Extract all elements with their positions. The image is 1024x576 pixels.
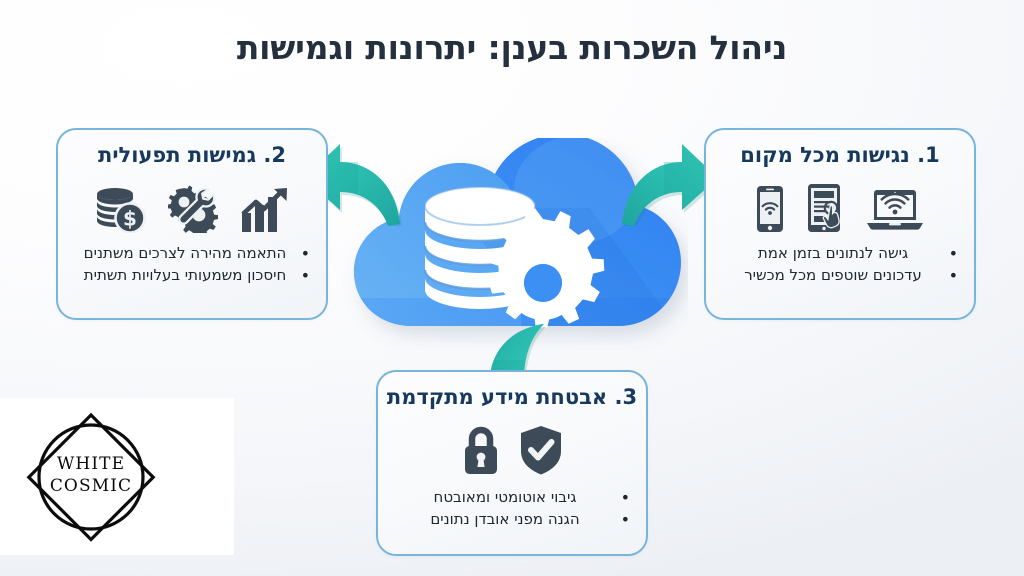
padlock-icon: [461, 425, 501, 475]
list-item: התאמה מהירה לצרכים משתנים: [74, 242, 310, 265]
list-item: גיבוי אוטומטי ומאובטח: [394, 486, 630, 509]
card-2-title: 2. גמישות תפעולית: [97, 143, 287, 167]
card-2-bullets: התאמה מהירה לצרכים משתנים חיסכון משמעותי…: [58, 242, 326, 287]
arrow-to-card-2-icon: [300, 140, 404, 229]
arrow-to-card-1-icon: [618, 140, 722, 229]
tablet-touch-icon: [806, 183, 844, 233]
card-3-bullets: גיבוי אוטומטי ומאובטח הגנה מפני אובדן נת…: [378, 486, 646, 531]
smartphone-wifi-icon: [756, 185, 784, 233]
coin-stack-dollar-icon: $: [94, 187, 146, 234]
laptop-wifi-icon: [866, 189, 924, 233]
list-item: הגנה מפני אובדן נתונים: [394, 508, 630, 531]
svg-text:$: $: [123, 207, 137, 231]
brand-logo: WHITE COSMIC: [0, 398, 234, 555]
logo-line-2: COSMIC: [49, 476, 133, 496]
list-item: עדכונים שוטפים מכל מכשיר: [722, 264, 958, 287]
cloud-database-gear-graphic: [340, 134, 688, 350]
card-3-title: 3. אבטחת מידע מתקדמת: [386, 385, 638, 409]
logo-line-1: WHITE: [56, 454, 126, 474]
page-title: ניהול השכרות בענן: יתרונות וגמישות: [236, 28, 788, 67]
card-1-title: 1. נגישות מכל מקום: [740, 143, 940, 167]
gear-wrench-icon: [168, 185, 218, 234]
card-1-bullets: גישה לנתונים בזמן אמת עדכונים שוטפים מכל…: [706, 242, 974, 287]
list-item: גישה לנתונים בזמן אמת: [722, 242, 958, 265]
list-item: חיסכון משמעותי בעלויות תשתית: [74, 264, 310, 287]
card-accessibility[interactable]: 1. נגישות מכל מקום: [704, 128, 976, 320]
growth-chart-icon: [240, 187, 290, 233]
card-2-icon-row: $: [58, 177, 326, 234]
circle-diamond-mark-icon: [18, 404, 164, 550]
shield-check-icon: [519, 425, 563, 475]
card-information-security[interactable]: 3. אבטחת מידע מתקדמת גיבוי אוטומ: [376, 370, 648, 556]
card-3-icon-row: [378, 419, 646, 475]
card-1-icon-row: [706, 177, 974, 233]
card-operational-flexibility[interactable]: 2. גמישות תפעולית: [56, 128, 328, 320]
